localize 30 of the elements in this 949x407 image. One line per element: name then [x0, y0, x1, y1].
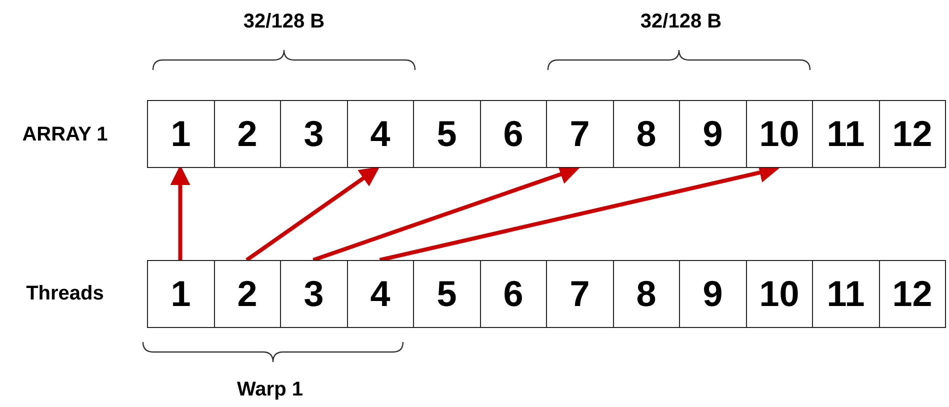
array-cell: 11: [812, 100, 880, 168]
thread-cell: 7: [546, 260, 614, 328]
group-label: Warp 1: [237, 378, 303, 402]
array-cell: 12: [878, 100, 946, 168]
array-cell: 2: [214, 100, 281, 168]
array-cell: 4: [346, 100, 414, 168]
array-cell: 9: [679, 100, 746, 168]
thread-cell: 5: [413, 260, 480, 328]
size-label: 32/128 B: [640, 10, 722, 34]
size-label: 32/128 B: [243, 10, 325, 34]
array-cell: 8: [612, 100, 680, 168]
row-label: Threads: [26, 282, 104, 306]
thread-cell: 11: [812, 260, 880, 328]
array-cell: 1: [147, 100, 214, 168]
thread-cell: 6: [480, 260, 547, 328]
thread-cell: 1: [147, 260, 214, 328]
array-cell: 10: [746, 100, 813, 168]
thread-cell: 8: [612, 260, 680, 328]
array-cell: 3: [280, 100, 348, 168]
thread-cell: 10: [746, 260, 813, 328]
arrow: [246, 166, 380, 262]
array-cell: 7: [546, 100, 614, 168]
thread-cell: 4: [346, 260, 414, 328]
array-cell: 5: [413, 100, 480, 168]
thread-cell: 3: [280, 260, 348, 328]
thread-cell: 9: [679, 260, 746, 328]
thread-cell: 12: [878, 260, 946, 328]
array-cell: 6: [480, 100, 547, 168]
thread-cell: 2: [214, 260, 281, 328]
row-label: ARRAY 1: [22, 124, 108, 146]
